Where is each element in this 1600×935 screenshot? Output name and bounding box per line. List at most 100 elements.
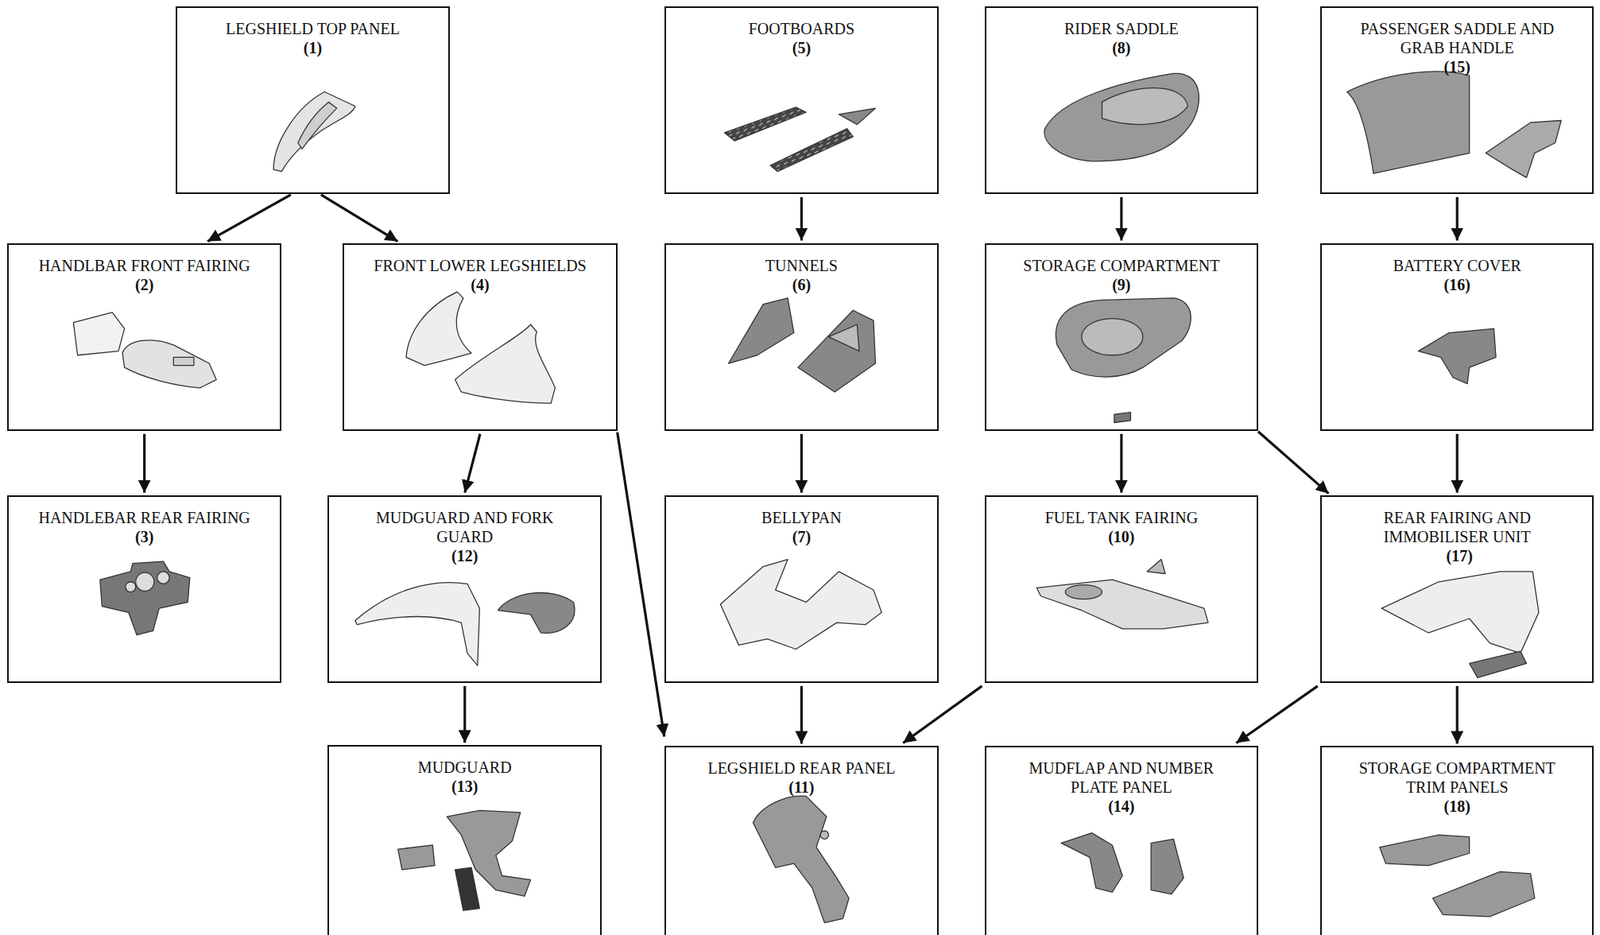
connector-arrow: [207, 194, 291, 242]
part-box: MUDFLAP AND NUMBER PLATE PANEL(14): [984, 745, 1259, 935]
part-number: (15): [1341, 57, 1573, 77]
part-name: BELLYPAN: [674, 507, 929, 527]
part-box: FUEL TANK FAIRING(10): [984, 495, 1259, 683]
part-box: PASSENGER SADDLE AND GRAB HANDLE(15): [1320, 6, 1594, 194]
part-number: (2): [13, 275, 276, 295]
connector-arrow: [1456, 433, 1459, 493]
part-name: HANDLBAR FRONT FAIRING: [13, 255, 276, 276]
box-heading: STORAGE COMPARTMENT TRIM PANELS(18): [1345, 758, 1569, 816]
box-heading: TUNNELS(6): [674, 255, 929, 295]
part-box: TUNNELS(6): [664, 243, 939, 431]
connector-arrow: [1119, 197, 1123, 241]
part-name: FOOTBOARDS: [674, 19, 929, 39]
part-number: (8): [994, 38, 1249, 58]
part-number: (7): [674, 526, 929, 547]
fuel-tank-fairing-art: [1036, 559, 1209, 629]
connector-arrow: [1258, 431, 1329, 494]
part-number: (1): [185, 38, 440, 58]
part-box: MUDGUARD AND FORK GUARD(12): [327, 495, 602, 683]
part-box: BELLYPAN(7): [664, 495, 939, 683]
part-number: (9): [994, 275, 1249, 295]
mudguard-art: [398, 809, 531, 911]
storage-trim-panels-art: [1379, 834, 1535, 917]
box-heading: FOOTBOARDS(5): [674, 19, 929, 58]
handlebar-rear-fairing-art: [100, 561, 190, 635]
rider-saddle-art: [1044, 73, 1199, 162]
part-name: HANDLEBAR REAR FAIRING: [13, 507, 276, 527]
part-name: BATTERY COVER: [1329, 255, 1585, 276]
battery-cover-art: [1417, 328, 1496, 384]
part-name: STORAGE COMPARTMENT: [994, 255, 1249, 276]
legshield-top-panel-art: [273, 92, 356, 172]
bellypan-art: [720, 559, 882, 650]
part-box: MUDGUARD(13): [327, 744, 602, 935]
box-heading: MUDFLAP AND NUMBER PLATE PANEL(14): [1022, 758, 1221, 816]
part-name: FRONT LOWER LEGSHIELDS: [348, 255, 612, 276]
storage-compartment-art: [1055, 298, 1191, 423]
connector-arrow: [463, 685, 466, 743]
part-name: LEGSHIELD REAR PANEL: [674, 758, 929, 778]
part-box: RIDER SADDLE(8): [984, 6, 1259, 194]
part-number: (11): [674, 777, 929, 797]
box-heading: RIDER SADDLE(8): [994, 19, 1249, 58]
connector-arrow: [617, 432, 665, 737]
connector-arrow: [800, 685, 803, 744]
part-number: (6): [674, 275, 929, 295]
box-heading: FRONT LOWER LEGSHIELDS(4): [348, 255, 612, 295]
box-heading: MUDGUARD AND FORK GUARD(12): [369, 507, 561, 566]
box-heading: BELLYPAN(7): [674, 507, 929, 547]
part-name: LEGSHIELD TOP PANEL: [185, 19, 440, 39]
handlebar-front-fairing-art: [73, 312, 217, 388]
part-box: STORAGE COMPARTMENT TRIM PANELS(18): [1320, 745, 1594, 935]
part-box: STORAGE COMPARTMENT(9): [984, 243, 1259, 431]
tunnels-art: [728, 298, 876, 392]
part-box: REAR FAIRING AND IMMOBILISER UNIT(17): [1320, 495, 1594, 683]
legshield-rear-panel-art: [752, 795, 849, 923]
box-heading: HANDLEBAR REAR FAIRING(3): [13, 507, 276, 547]
part-box: LEGSHIELD REAR PANEL(11): [664, 745, 939, 935]
passenger-saddle-grab-handle-art: [1347, 71, 1562, 178]
connector-arrow: [321, 194, 399, 242]
connector-arrow: [800, 433, 803, 493]
mudguard-fork-guard-art: [355, 582, 575, 666]
box-heading: LEGSHIELD REAR PANEL(11): [674, 758, 929, 797]
front-lower-legshields-art: [406, 291, 555, 403]
box-heading: REAR FAIRING AND IMMOBILISER UNIT(17): [1353, 507, 1561, 566]
box-heading: MUDGUARD(13): [337, 757, 593, 796]
box-heading: STORAGE COMPARTMENT(9): [994, 255, 1249, 295]
part-name: FUEL TANK FAIRING: [994, 507, 1249, 527]
part-number: (5): [674, 38, 929, 58]
part-number: (17): [1446, 546, 1473, 565]
part-name: REAR FAIRING AND IMMOBILISER UNIT: [1353, 507, 1561, 547]
connector-arrow: [1235, 685, 1318, 744]
mudflap-number-plate-art: [1061, 832, 1184, 895]
part-name: RIDER SADDLE: [994, 19, 1249, 39]
part-name: MUDFLAP AND NUMBER PLATE PANEL: [1022, 758, 1221, 797]
part-number: (4): [348, 275, 612, 295]
connector-arrow: [1119, 433, 1123, 493]
part-box: HANDLEBAR REAR FAIRING(3): [7, 495, 282, 683]
part-number: (14): [1022, 796, 1221, 816]
part-number: (13): [337, 776, 593, 796]
part-name: TUNNELS: [674, 255, 929, 276]
part-number: (16): [1329, 275, 1585, 295]
part-name: STORAGE COMPARTMENT TRIM PANELS: [1345, 758, 1569, 797]
box-heading: FUEL TANK FAIRING(10): [994, 507, 1249, 547]
part-box: FOOTBOARDS(5): [664, 6, 939, 194]
footboards-art: [724, 107, 876, 172]
connector-arrow: [1456, 685, 1459, 744]
part-number: (18): [1345, 796, 1569, 816]
connector-arrow: [143, 433, 146, 493]
part-name: MUDGUARD AND FORK GUARD: [369, 507, 561, 547]
box-heading: PASSENGER SADDLE AND GRAB HANDLE(15): [1341, 19, 1573, 77]
rear-fairing-immobiliser-art: [1381, 571, 1539, 678]
part-name: MUDGUARD: [337, 757, 593, 777]
part-box: LEGSHIELD TOP PANEL(1): [175, 6, 450, 194]
connector-arrow: [464, 433, 481, 493]
part-number: (3): [13, 526, 276, 547]
part-number: (10): [994, 526, 1249, 547]
part-number: (12): [369, 546, 561, 566]
part-box: BATTERY COVER(16): [1320, 243, 1594, 431]
box-heading: HANDLBAR FRONT FAIRING(2): [13, 255, 276, 295]
box-heading: LEGSHIELD TOP PANEL(1): [185, 19, 440, 58]
